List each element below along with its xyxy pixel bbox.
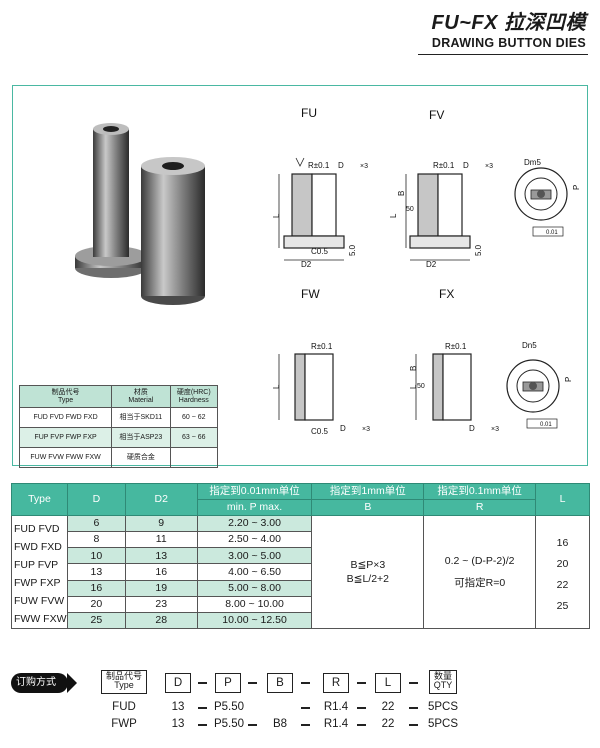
fx-dn5-label: Dn5	[522, 341, 537, 350]
fv-flat-label: 0.01	[546, 230, 558, 236]
product-photo	[75, 123, 205, 305]
fu-l-label: L	[272, 213, 281, 218]
order-l-box: L	[375, 673, 401, 693]
fu-x3-label: ×3	[360, 163, 368, 170]
order-p-box: P	[215, 673, 241, 693]
table-row: 20 23 8.00 ~ 10.00	[12, 595, 590, 613]
fv-50-label: 50	[406, 206, 414, 213]
order-d-box: D	[165, 673, 191, 693]
table-row: 13 16 4.00 ~ 6.50	[12, 563, 590, 581]
mat-row: FUP FVP FWP FXP 相当于ASP23 63 ~ 66	[18, 427, 219, 448]
fw-r-label: R±0.1	[311, 342, 333, 351]
spec-header-d: D	[66, 483, 126, 516]
fv-5-label: 5.0	[474, 244, 483, 256]
fv-b-label: B	[397, 191, 406, 196]
fv-l-label: L	[389, 213, 398, 218]
fu-d2-label: D2	[301, 260, 312, 269]
order-dash	[198, 682, 207, 684]
fv-d2-label: D2	[426, 260, 437, 269]
spec-header-d2: D2	[124, 483, 198, 516]
page-subtitle: DRAWING BUTTON DIES	[431, 36, 586, 50]
order-badge: 订购方式	[11, 673, 77, 693]
fu-label: FU	[301, 106, 317, 120]
order-b-box: B	[267, 673, 293, 693]
fv-r-label: R±0.1	[433, 161, 455, 170]
spec-header-p-bot: min. P max.	[196, 499, 313, 516]
spec-table: Type D D2 指定到0.01mm单位 指定到1mm单位 指定到0.1mm单…	[11, 483, 590, 630]
fx-d-label: D	[469, 424, 475, 433]
spec-header-l: L	[535, 483, 590, 516]
fx-b-label: B	[409, 366, 418, 371]
fx-label: FX	[439, 287, 454, 301]
fx-r-label: R±0.1	[445, 342, 467, 351]
fx-drawing: FX L B 50 R±0.1 D ×3 Dn5 P 0.01	[409, 287, 573, 433]
spec-header-r-bot: R	[423, 499, 537, 516]
fw-c05-label: C0.5	[311, 427, 328, 436]
order-dash	[301, 682, 310, 684]
order-dash	[357, 682, 366, 684]
fu-5-label: 5.0	[348, 244, 357, 256]
fw-label: FW	[301, 287, 320, 301]
fv-x3-label: ×3	[485, 163, 493, 170]
fw-d-label: D	[340, 424, 346, 433]
spec-header-b-top: 指定到1mm单位	[311, 483, 425, 500]
fx-p-label: P	[564, 377, 573, 382]
order-r-box: R	[323, 673, 349, 693]
spec-header-type: Type	[11, 483, 68, 516]
fx-flat-label: 0.01	[540, 422, 552, 428]
order-dash	[409, 682, 418, 684]
fx-50-label: 50	[417, 383, 425, 390]
fw-drawing: FW L R±0.1 C0.5 D ×3	[272, 287, 370, 436]
header-rule	[418, 54, 588, 55]
spec-header-b-bot: B	[311, 499, 425, 516]
fv-d-label: D	[463, 161, 469, 170]
order-dash	[248, 682, 257, 684]
drawing-frame: FU L R±0.1 D ×3 C0.5 D2 5.0 FV L B 50 R±…	[12, 85, 588, 468]
fw-l-label: L	[272, 384, 281, 389]
fx-x3-label: ×3	[491, 426, 499, 433]
page-title: FU~FX 拉深凹模	[431, 12, 586, 34]
table-row: 25 28 10.00 ~ 12.50	[12, 611, 590, 630]
fv-drawing: FV L B 50 R±0.1 D ×3 D2 5.0 Dm5 P 0.01	[389, 108, 581, 269]
technical-drawings: FU L R±0.1 D ×3 C0.5 D2 5.0 FV L B 50 R±…	[75, 106, 581, 436]
fu-d-label: D	[338, 161, 344, 170]
mat-header-hardness: 硬度(HRC)Hardness	[169, 385, 219, 408]
fu-drawing: FU L R±0.1 D ×3 C0.5 D2 5.0	[272, 106, 368, 269]
mat-row: FUD FVD FWD FXD 相当于SKD11 60 ~ 62	[18, 407, 219, 428]
table-row: 16 19 5.00 ~ 8.00	[12, 579, 590, 597]
spec-header-p-top: 指定到0.01mm单位	[196, 483, 313, 500]
mat-row: FUW FVW FWW FXW 硬质合金	[18, 447, 219, 468]
spec-header-r-top: 指定到0.1mm单位	[423, 483, 537, 500]
fv-label: FV	[429, 108, 444, 122]
fv-p-label: P	[572, 185, 581, 190]
fu-r-label: R±0.1	[308, 161, 330, 170]
fu-c05-label: C0.5	[311, 247, 328, 256]
fv-dm5-label: Dm5	[524, 158, 541, 167]
fx-l-label: L	[409, 384, 418, 389]
fw-x3-label: ×3	[362, 426, 370, 433]
